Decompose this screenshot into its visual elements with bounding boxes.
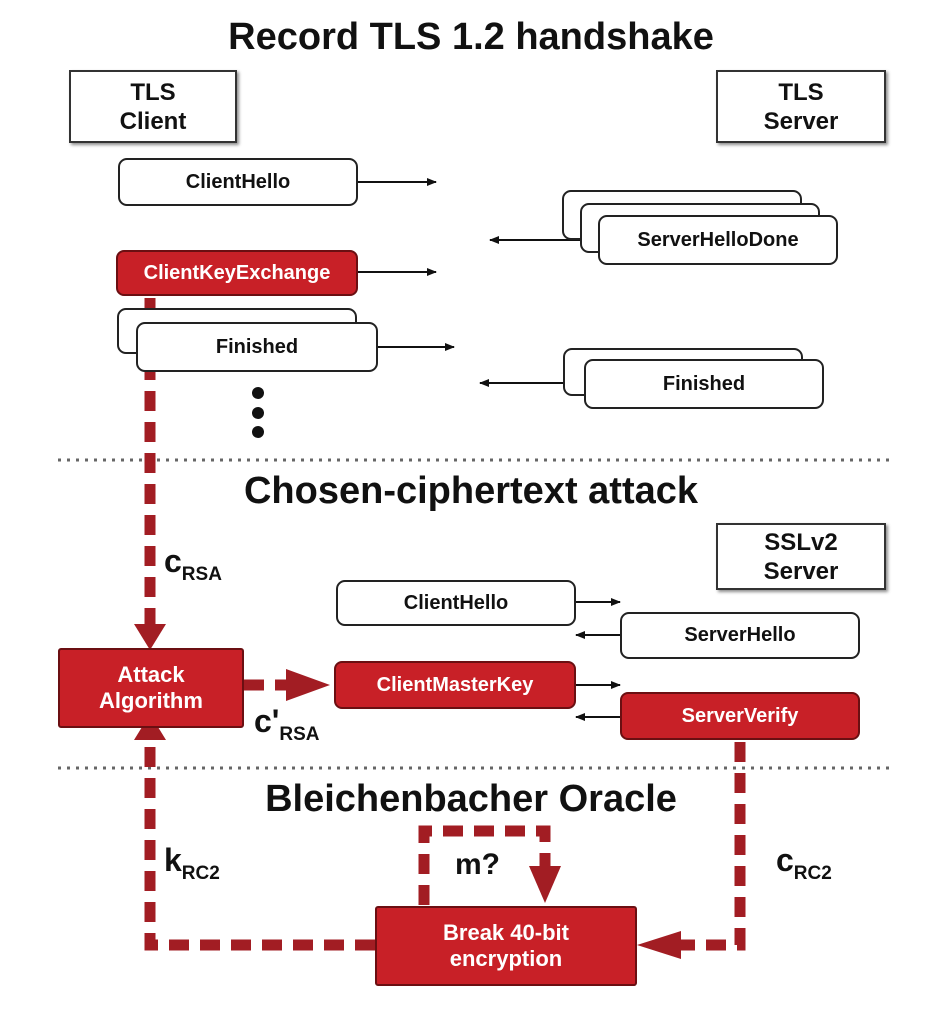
tls-server-box: TLS Server bbox=[716, 70, 886, 143]
m-query-label: m? bbox=[455, 848, 500, 881]
k-rc2-subscript: RC2 bbox=[181, 863, 220, 884]
k-rc2-label: kRC2 bbox=[164, 842, 220, 885]
tls-server-label: TLS Server bbox=[763, 78, 839, 135]
sslv2-client-hello-label: ClientHello bbox=[403, 591, 509, 614]
c-rc2-symbol: c bbox=[776, 842, 794, 878]
flow-k-rc2 bbox=[144, 730, 375, 951]
sslv2-server-hello-message: ServerHello bbox=[620, 612, 860, 659]
sslv2-server-hello-label: ServerHello bbox=[684, 624, 796, 646]
client-finished-label: Finished bbox=[215, 335, 299, 358]
client-finished-message: Finished bbox=[136, 322, 378, 372]
attack-section-title: Chosen-ciphertext attack bbox=[243, 470, 698, 512]
arrowhead-c-rc2 bbox=[637, 931, 681, 959]
server-hello-done-label: ServerHelloDone bbox=[637, 228, 799, 251]
oracle-section-title: Bleichenbacher Oracle bbox=[265, 778, 677, 820]
client-master-key-message: ClientMasterKey bbox=[334, 661, 576, 709]
c-prime-rsa-symbol: c' bbox=[254, 703, 280, 739]
sslv2-client-hello-message: ClientHello bbox=[336, 580, 576, 626]
c-rc2-label: cRC2 bbox=[776, 842, 832, 885]
server-finished-message: Finished bbox=[584, 359, 824, 409]
c-prime-rsa-label: c'RSA bbox=[254, 703, 320, 746]
tls-client-box: TLS Client bbox=[69, 70, 237, 143]
c-prime-rsa-subscript: RSA bbox=[279, 724, 320, 745]
continuation-dot-2 bbox=[252, 407, 264, 419]
continuation-dot-1 bbox=[252, 387, 264, 399]
arrowhead-c-rsa bbox=[134, 624, 166, 650]
client-hello-label: ClientHello bbox=[185, 170, 291, 193]
c-rc2-subscript: RC2 bbox=[793, 863, 832, 884]
tls-client-label: TLS Client bbox=[119, 78, 187, 135]
client-hello-message: ClientHello bbox=[118, 158, 358, 206]
c-rsa-symbol: c bbox=[164, 543, 182, 579]
flow-m-query bbox=[418, 825, 551, 905]
continuation-dot-3 bbox=[252, 426, 264, 438]
handshake-section-title: Record TLS 1.2 handshake bbox=[228, 16, 714, 58]
client-key-exchange-message: ClientKeyExchange bbox=[116, 250, 358, 296]
attack-algorithm-box: Attack Algorithm bbox=[58, 648, 244, 728]
arrowhead-m-query bbox=[529, 866, 561, 903]
arrowhead-c-prime-rsa bbox=[286, 669, 330, 701]
server-hello-done-message: ServerHelloDone bbox=[598, 215, 838, 265]
client-key-exchange-label: ClientKeyExchange bbox=[143, 261, 331, 284]
server-verify-message: ServerVerify bbox=[620, 692, 860, 740]
sslv2-server-box: SSLv2 Server bbox=[716, 523, 886, 590]
server-finished-label: Finished bbox=[662, 372, 746, 395]
break-encryption-label: Break 40-bit encryption bbox=[443, 920, 569, 971]
c-rsa-label: cRSA bbox=[164, 543, 222, 586]
client-master-key-label: ClientMasterKey bbox=[376, 673, 534, 696]
break-encryption-box: Break 40-bit encryption bbox=[375, 906, 637, 986]
flow-c-rc2 bbox=[676, 742, 746, 951]
attack-algorithm-label: Attack Algorithm bbox=[99, 662, 203, 713]
server-verify-label: ServerVerify bbox=[681, 704, 799, 727]
k-rc2-symbol: k bbox=[164, 842, 182, 878]
sslv2-server-label: SSLv2 Server bbox=[763, 528, 839, 585]
c-rsa-subscript: RSA bbox=[181, 564, 222, 585]
